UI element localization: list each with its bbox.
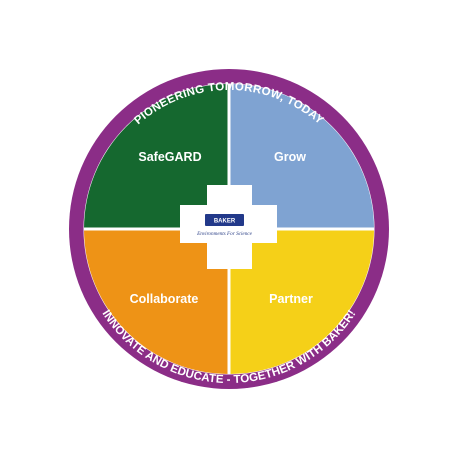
logo-word: BAKER (214, 218, 236, 224)
label-grow: Grow (274, 150, 306, 164)
baker-logo: BAKER Environments For Science (196, 214, 253, 237)
logo-box (205, 214, 244, 226)
label-collaborate: Collaborate (130, 292, 199, 306)
label-safegard: SafeGARD (138, 150, 201, 164)
label-partner: Partner (269, 292, 313, 306)
logo-tagline: Environments For Science (196, 231, 253, 237)
